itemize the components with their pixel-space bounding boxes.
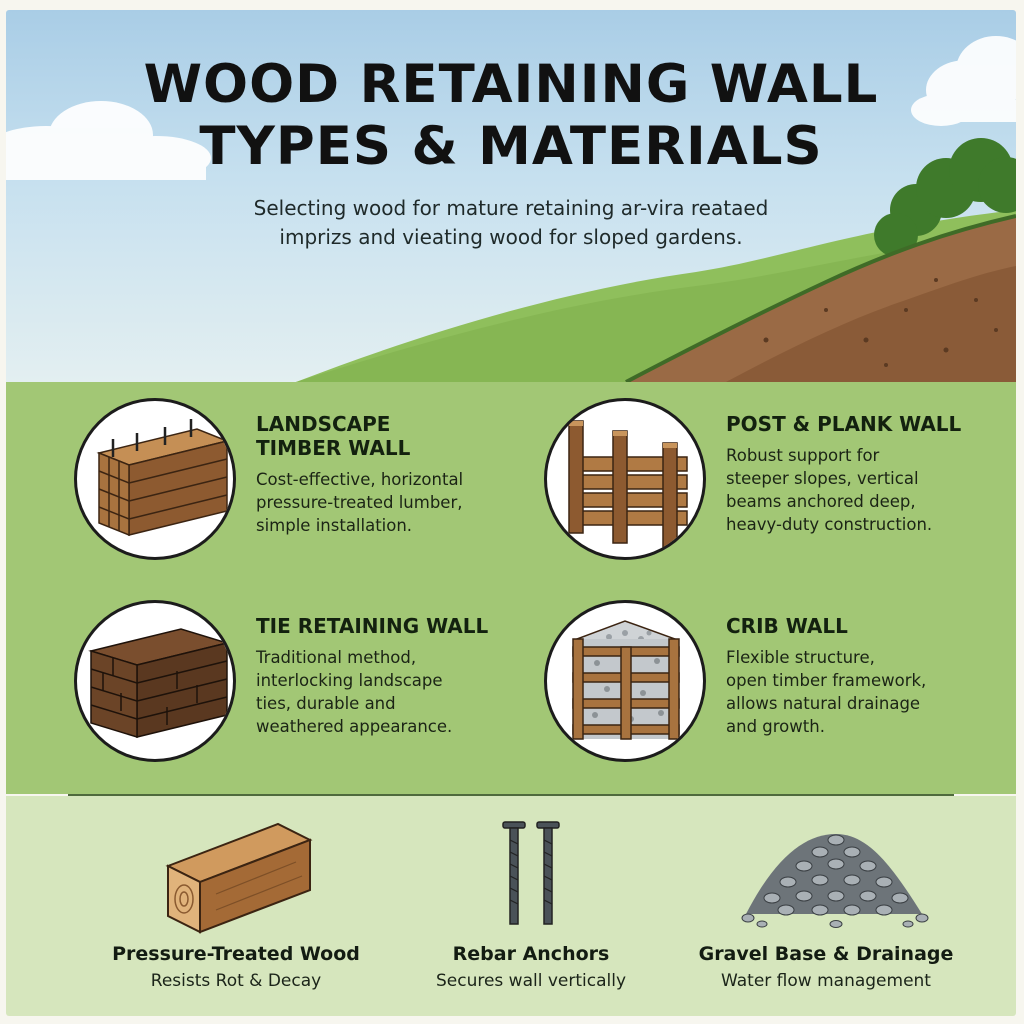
rebar-icon [502, 821, 560, 925]
material-description: Resists Rot & Decay [150, 971, 322, 991]
wall-type-card-crib-wall: CRIB WALL Flexible structure, open timbe… [544, 600, 1016, 770]
material-item-wood: Pressure-Treated Wood Resists Rot & Deca… [96, 796, 376, 1016]
gravel-icon [741, 834, 929, 928]
material-title: Gravel Base & Drainage [698, 943, 954, 965]
wall-type-title-line: LANDSCAPE [256, 412, 391, 436]
material-title: Rebar Anchors [452, 943, 610, 965]
wall-type-card-landscape-timber: LANDSCAPE TIMBER WALL Cost-effective, ho… [74, 398, 554, 568]
wall-type-description: Robust support for steeper slopes, verti… [726, 444, 1016, 536]
wall-type-title: LANDSCAPE TIMBER WALL [256, 412, 552, 460]
wall-type-title-line: TIMBER WALL [256, 436, 411, 460]
wall-type-description: Flexible structure, open timber framewor… [726, 646, 1016, 738]
material-title: Pressure-Treated Wood [112, 943, 360, 965]
subtitle-line-1: Selecting wood for mature retaining ar-v… [253, 196, 769, 220]
description-line: heavy-duty construction. [726, 515, 933, 534]
wall-types-section: LANDSCAPE TIMBER WALL Cost-effective, ho… [6, 382, 1016, 794]
description-line: simple installation. [256, 516, 413, 535]
hill-trees [874, 138, 1016, 257]
wall-type-title-line: CRIB WALL [726, 614, 848, 638]
title-line-2: TYPES & MATERIALS [199, 116, 823, 177]
header-section: WOOD RETAINING WALL TYPES & MATERIALS Se… [6, 10, 1016, 382]
material-item-gravel: Gravel Base & Drainage Water flow manage… [686, 796, 966, 1016]
description-line: allows natural drainage [726, 694, 921, 713]
material-description: Water flow management [721, 971, 931, 991]
description-line: Robust support for [726, 446, 880, 465]
description-line: Cost-effective, horizontal [256, 470, 464, 489]
wall-type-card-post-plank: POST & PLANK WALL Robust support for ste… [544, 398, 1016, 568]
landscape-timber-icon [74, 398, 236, 560]
wall-type-title: CRIB WALL [726, 614, 1016, 638]
hillside-background [6, 36, 1016, 382]
cloud-right [911, 36, 1016, 126]
description-line: pressure-treated lumber, [256, 493, 463, 512]
description-line: steeper slopes, vertical [726, 469, 919, 488]
material-item-rebar: Rebar Anchors Secures wall vertically [391, 796, 671, 1016]
wall-type-title-line: TIE RETAINING WALL [256, 614, 489, 638]
section-divider [68, 794, 954, 796]
description-line: weathered appearance. [256, 717, 453, 736]
cloud-left [6, 101, 211, 180]
page-title: WOOD RETAINING WALL TYPES & MATERIALS [6, 54, 1016, 178]
page-subtitle: Selecting wood for mature retaining ar-v… [166, 194, 856, 252]
wall-type-title: TIE RETAINING WALL [256, 614, 552, 638]
wall-type-description: Cost-effective, horizontal pressure-trea… [256, 468, 552, 537]
description-line: Traditional method, [256, 648, 417, 667]
tie-wall-icon [74, 600, 236, 762]
description-line: and growth. [726, 717, 825, 736]
wall-type-card-tie-wall: TIE RETAINING WALL Traditional method, i… [74, 600, 554, 770]
wall-type-title: POST & PLANK WALL [726, 412, 1016, 436]
description-line: Flexible structure, [726, 648, 875, 667]
wall-type-description: Traditional method, interlocking landsca… [256, 646, 552, 738]
materials-section: Pressure-Treated Wood Resists Rot & Deca… [6, 796, 1016, 1016]
crib-wall-icon [544, 600, 706, 762]
description-line: interlocking landscape [256, 671, 443, 690]
description-line: ties, durable and [256, 694, 396, 713]
material-description: Secures wall vertically [435, 971, 627, 991]
title-line-1: WOOD RETAINING WALL [143, 54, 879, 115]
description-line: open timber framework, [726, 671, 927, 690]
subtitle-line-2: imprizs and vieating wood for sloped gar… [279, 225, 743, 249]
wall-type-title-line: POST & PLANK WALL [726, 412, 962, 436]
description-line: beams anchored deep, [726, 492, 916, 511]
infographic-frame: WOOD RETAINING WALL TYPES & MATERIALS Se… [6, 10, 1016, 1016]
post-plank-icon [544, 398, 706, 560]
wood-beam-icon [165, 822, 313, 934]
